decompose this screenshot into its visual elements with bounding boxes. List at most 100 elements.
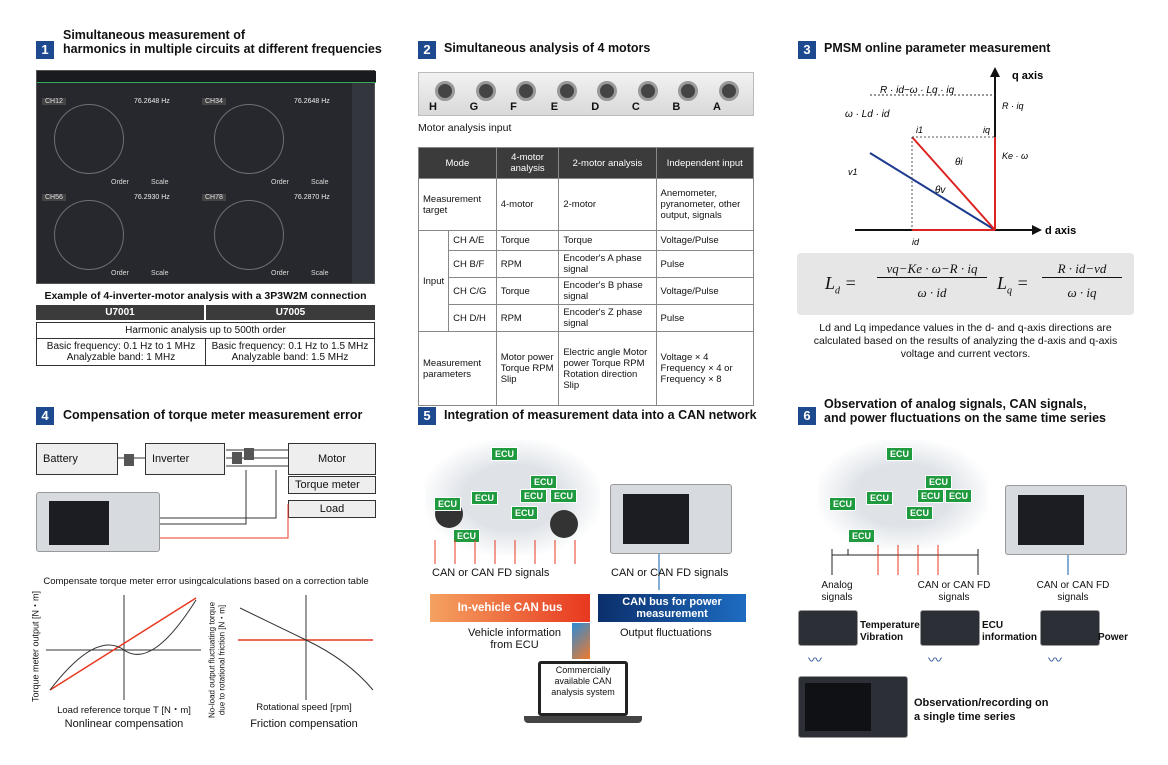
ecu-badge: ECU	[945, 489, 973, 503]
u7001-spec: Basic frequency: 0.1 Hz to 1 MHz Analyza…	[36, 338, 206, 366]
svg-text:R · id−ω · Lq · iq: R · id−ω · Lq · iq	[880, 85, 955, 96]
phasor-dial-icon	[214, 104, 284, 174]
ecu-information-label: ECU information	[982, 620, 1037, 643]
target-2-motor: 2-motor	[558, 178, 657, 231]
temperature-vibration-label: Temperature Vibration	[860, 620, 920, 643]
u7001-band: Analyzable band: 1 MHz	[66, 352, 176, 363]
ch-cg: CH C/G	[448, 277, 497, 305]
section-6-title-line2: and power fluctuations on the same time …	[824, 411, 1107, 425]
channel-letter: C	[631, 101, 640, 113]
motor-analysis-table: Mode 4-motor analysis 2-motor analysis I…	[417, 147, 755, 406]
bnc-connector-icon	[597, 81, 618, 101]
harmonic-order-row: Harmonic analysis up to 500th order	[36, 322, 375, 339]
before-compensation-line	[49, 599, 197, 691]
channel-connector-d: D	[591, 79, 627, 113]
channel-connector-f: F	[510, 79, 546, 113]
section-1-title-line2: harmonics in multiple circuits at differ…	[63, 42, 382, 56]
panel-ch78-frequency: 76.2870 Hz	[294, 194, 330, 201]
section-number-5: 5	[418, 407, 436, 425]
header-2-motor: 2-motor analysis	[558, 147, 657, 179]
section-3-title: PMSM online parameter measurement	[824, 41, 1051, 55]
nonlinear-chart	[46, 595, 201, 700]
svg-text:id: id	[912, 237, 920, 245]
output-fluctuations-label: Output fluctuations	[620, 627, 712, 639]
channel-connector-b: B	[672, 79, 708, 113]
section-6-title: Observation of analog signals, CAN signa…	[824, 397, 1106, 425]
can-signals-label-4: CAN or CAN FD signals	[1036, 580, 1110, 603]
order-label: Order	[271, 270, 289, 277]
ecu-badge: ECU	[511, 506, 539, 520]
section-2-title: Simultaneous analysis of 4 motors	[444, 41, 651, 55]
svg-text:ω · Ld · id: ω · Ld · id	[845, 109, 890, 120]
bnc-connector-icon	[556, 81, 577, 101]
ecu-badge: ECU	[471, 491, 499, 505]
header-independent: Independent input	[655, 147, 755, 179]
q-axis-label: q axis	[1012, 70, 1043, 82]
power-analyzer-device	[36, 492, 160, 552]
u7005-basic-frequency: Basic frequency: 0.1 Hz to 1.5 MHz	[211, 341, 369, 352]
svg-text:iq: iq	[983, 125, 990, 135]
section-1-title: Simultaneous measurement of harmonics in…	[63, 28, 382, 56]
panel-ch12: CH12 76.2648 Hz Order Scale	[36, 92, 194, 188]
logger-power	[1040, 610, 1100, 646]
u7005-header: U7005	[206, 305, 375, 320]
channel-connector-h: H	[429, 79, 465, 113]
scale-label: Scale	[311, 179, 329, 186]
u7005-spec: Basic frequency: 0.1 Hz to 1.5 MHz Analy…	[205, 338, 375, 366]
panel-ch34-label: CH34	[202, 98, 226, 105]
panel-ch12-label: CH12	[42, 98, 66, 105]
ch-cg-2motor: Encoder's B phase signal	[558, 277, 657, 305]
power-measurement-can-bus: CAN bus for power measurement	[598, 594, 746, 622]
params-4motor: Motor power Torque RPM Slip	[495, 331, 560, 406]
can-signal-lines	[434, 540, 660, 590]
wiring-lines	[118, 448, 289, 539]
ecu-badge: ECU	[530, 475, 558, 489]
phasor-dial-icon	[214, 200, 284, 270]
recorder-device	[798, 676, 908, 738]
observation-label: Observation/recording on a single time s…	[914, 697, 1049, 723]
d-axis-label: d axis	[1045, 225, 1076, 237]
section-number-6: 6	[798, 407, 816, 425]
motor-box: Motor	[288, 443, 376, 475]
bnc-connector-icon	[475, 81, 496, 101]
section-4-caption: Compensate torque meter error usingcalcu…	[43, 576, 369, 587]
channel-letter: H	[429, 101, 437, 113]
screen-status-bar	[37, 71, 376, 83]
ch-bf-4motor: RPM	[495, 250, 560, 278]
section-1-title-line1: Simultaneous measurement of	[63, 28, 245, 42]
ecu-badge: ECU	[848, 529, 876, 543]
current-sensor-icon	[124, 454, 134, 466]
friction-ylabel: No-load output fluctuating torque due to…	[207, 601, 227, 719]
section-number-2: 2	[418, 41, 436, 59]
ecu-badge: ECU	[434, 497, 462, 511]
target-independent: Anemometer, pyranometer, other output, s…	[655, 178, 755, 231]
ecu-badge: ECU	[520, 489, 548, 503]
formula-box: Ld = vq−Ke · ω−R · iq ω · id Lq = R · id…	[797, 253, 1134, 315]
can-signals-label-2: CAN or CAN FD signals	[611, 567, 729, 579]
ch-cg-4motor: Torque	[495, 277, 560, 305]
panel-ch56-frequency: 76.2930 Hz	[134, 194, 170, 201]
bnc-connector-icon	[678, 81, 699, 101]
channel-letter: D	[591, 101, 600, 113]
d-axis-arrow-icon	[1032, 225, 1042, 235]
order-label: Order	[111, 179, 129, 186]
svg-text:i1: i1	[916, 125, 923, 135]
channel-letter: G	[469, 101, 479, 113]
panel-ch56: CH56 76.2930 Hz Order Scale	[36, 188, 194, 284]
battery-box: Battery	[36, 443, 118, 475]
friction-title: Friction compensation	[250, 718, 358, 730]
section-number-4: 4	[36, 407, 54, 425]
bus-merge-arrow-icon	[572, 623, 590, 659]
channel-connector-g: G	[470, 79, 506, 113]
section-4-title: Compensation of torque meter measurement…	[63, 408, 363, 422]
ch-dh-2motor: Encoder's Z phase signal	[558, 304, 657, 332]
ch-ae-2motor: Torque	[558, 230, 657, 251]
channel-connector-c: C	[632, 79, 668, 113]
scale-label: Scale	[311, 270, 329, 277]
ch-dh-4motor: RPM	[495, 304, 560, 332]
can-analysis-system-label: Commercially available CAN analysis syst…	[551, 665, 615, 697]
before-compensation-line	[239, 607, 374, 691]
section-number-1: 1	[36, 41, 54, 59]
ch-bf-2motor: Encoder's A phase signal	[558, 250, 657, 278]
u7001-header: U7001	[36, 305, 204, 320]
